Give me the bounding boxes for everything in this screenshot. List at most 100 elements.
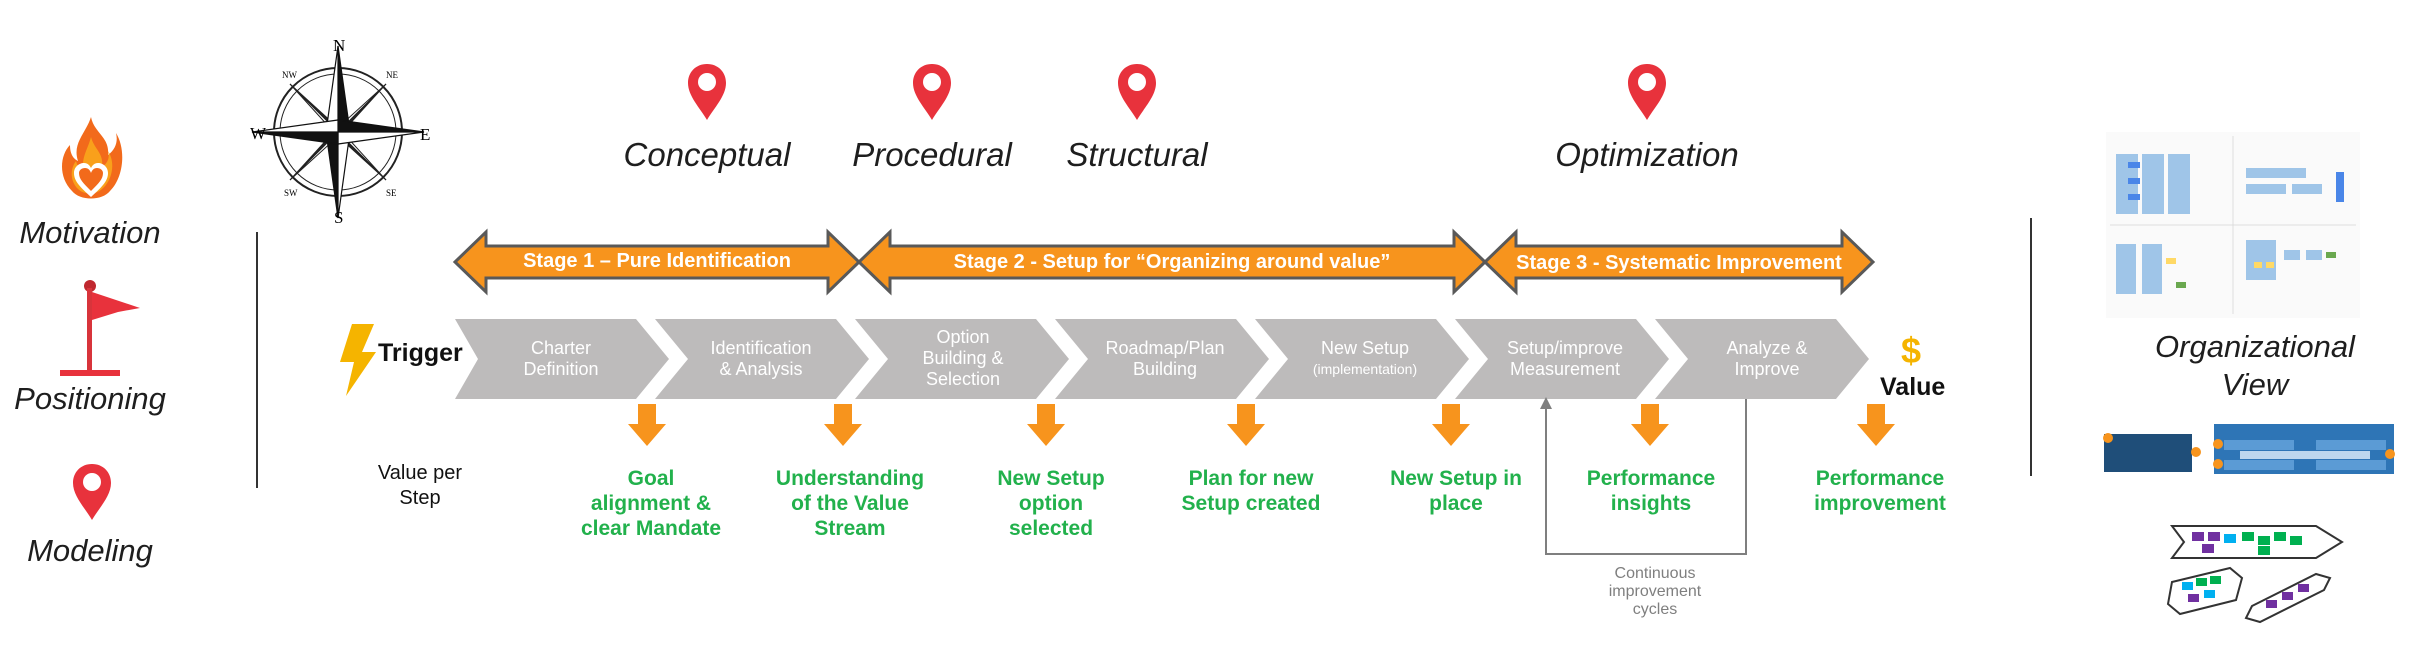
step-5-line1: New Setup [1320, 338, 1410, 358]
step-6-text: Setup/improve Measurement [1485, 338, 1645, 380]
down-arrow-7 [1857, 404, 1895, 446]
step-1-chevron [455, 319, 669, 399]
landscape-thumbnail [2106, 132, 2360, 318]
down-arrow-1 [628, 404, 666, 446]
map-pin-icon [1118, 64, 1156, 120]
step-6-chevron [1455, 319, 1669, 399]
outcome-6-line1: Performance [1586, 467, 1716, 490]
down-arrow-6 [1631, 404, 1669, 446]
cycle-label-line3: cycles [1632, 601, 1678, 618]
step-4-line2: Building [1132, 359, 1198, 379]
step-7-line2: Improve [1734, 359, 1800, 379]
motivation-label: Motivation [19, 215, 161, 250]
value-label: Value [1880, 373, 1946, 401]
down-arrow-4 [1227, 404, 1265, 446]
outcome-2-line2: of the Value [791, 492, 909, 515]
map-pin-icon [1628, 64, 1666, 120]
step-7-text: Analyze & Improve [1687, 338, 1847, 380]
category-conceptual: Conceptual [623, 136, 791, 173]
compass-w: W [250, 124, 267, 143]
compass-ne: NE [386, 70, 398, 80]
modeling-label: Modeling [27, 533, 153, 568]
org-view-label: Organizational View [2130, 328, 2380, 404]
stage-1-label: Stage 1 – Pure Identification [523, 250, 791, 272]
outcome-1-line1: Goal [627, 467, 675, 490]
step-4-chevron [1055, 319, 1269, 399]
outcome-2: Understanding of the Value Stream [755, 466, 945, 541]
dollar-icon: $ [1901, 330, 1922, 371]
step-1-text: Charter Definition [481, 338, 641, 380]
stage-2-label: Stage 2 - Setup for “Organizing around v… [953, 251, 1391, 273]
outcome-1: Goal alignment & clear Mandate [556, 466, 746, 541]
outcome-7: Performance improvement [1785, 466, 1975, 516]
step-4-line1: Roadmap/Plan [1105, 338, 1225, 358]
step-7-chevron [1655, 319, 1869, 399]
value-stream-thumbnail [2166, 520, 2346, 624]
flag-icon [60, 280, 140, 376]
stage-3-arrow [1482, 228, 1876, 296]
cycle-loop [1545, 399, 1747, 555]
left-divider [256, 232, 258, 488]
stage-3-label: Stage 3 - Systematic Improvement [1516, 252, 1842, 274]
step-6-line1: Setup/improve [1506, 338, 1624, 358]
outcome-2-line1: Understanding [775, 467, 925, 490]
step-3-chevron [855, 319, 1069, 399]
step-3-line1: Option [936, 327, 990, 347]
step-5-line2: (implementation) [1312, 361, 1418, 377]
step-2-line1: Identification [710, 338, 812, 358]
compass-e: E [420, 125, 431, 144]
outcome-7-line1: Performance [1815, 467, 1945, 490]
trigger-label: Trigger [378, 339, 463, 367]
org-view-line1: Organizational [2155, 329, 2355, 364]
step-6-line2: Measurement [1509, 359, 1621, 379]
outcome-3-line3: selected [1008, 517, 1094, 540]
step-4-text: Roadmap/Plan Building [1085, 338, 1245, 380]
cycle-label-line1: Continuous [1614, 565, 1696, 582]
step-5-text: New Setup (implementation) [1285, 338, 1445, 380]
map-pin-icon [688, 64, 726, 120]
step-1-line1: Charter [530, 338, 592, 358]
org-view-line2: View [2221, 367, 2289, 402]
outcome-4-line1: Plan for new [1188, 467, 1314, 490]
lightning-icon [340, 324, 376, 396]
outcome-5: New Setup in place [1361, 466, 1551, 516]
right-divider [2030, 218, 2032, 476]
value-per-step-line1: Value per [377, 462, 463, 484]
outcome-1-line3: clear Mandate [580, 517, 722, 540]
cycle-label-line2: improvement [1608, 583, 1702, 600]
cycle-label: Continuous improvement cycles [1575, 565, 1735, 619]
outcome-3: New Setup option selected [956, 466, 1146, 541]
down-arrow-3 [1027, 404, 1065, 446]
step-2-line2: & Analysis [719, 359, 803, 379]
step-3-line3: Selection [925, 369, 1001, 389]
outcome-1-line2: alignment & [590, 492, 712, 515]
map-pin-icon [913, 64, 951, 120]
outcome-7-line2: improvement [1814, 492, 1946, 515]
outcome-6: Performance insights [1556, 466, 1746, 516]
step-2-chevron [655, 319, 869, 399]
flame-heart-icon [62, 117, 123, 199]
step-3-line2: Building & [922, 348, 1004, 368]
org-decision-thumbnail [2100, 422, 2396, 478]
compass-n: N [333, 36, 346, 55]
outcome-2-line3: Stream [814, 517, 886, 540]
value-per-step: Value per Step [360, 461, 480, 511]
positioning-label: Positioning [14, 381, 166, 416]
step-3-text: Option Building & Selection [883, 327, 1043, 390]
compass-rose-icon [251, 45, 425, 219]
outcome-4: Plan for new Setup created [1156, 466, 1346, 516]
down-arrow-2 [824, 404, 862, 446]
outcome-6-line2: insights [1610, 492, 1692, 515]
outcome-3-line2: option [1018, 492, 1084, 515]
value-per-step-line2: Step [399, 487, 441, 509]
down-arrow-5 [1432, 404, 1470, 446]
org-decision-diagram-icon [2103, 424, 2395, 474]
step-1-line2: Definition [523, 359, 599, 379]
outcome-5-line2: place [1429, 492, 1483, 515]
outcome-4-line2: Setup created [1181, 492, 1321, 515]
compass-nw: NW [282, 70, 297, 80]
compass-sw: SW [284, 188, 298, 198]
category-procedural: Procedural [852, 136, 1012, 173]
